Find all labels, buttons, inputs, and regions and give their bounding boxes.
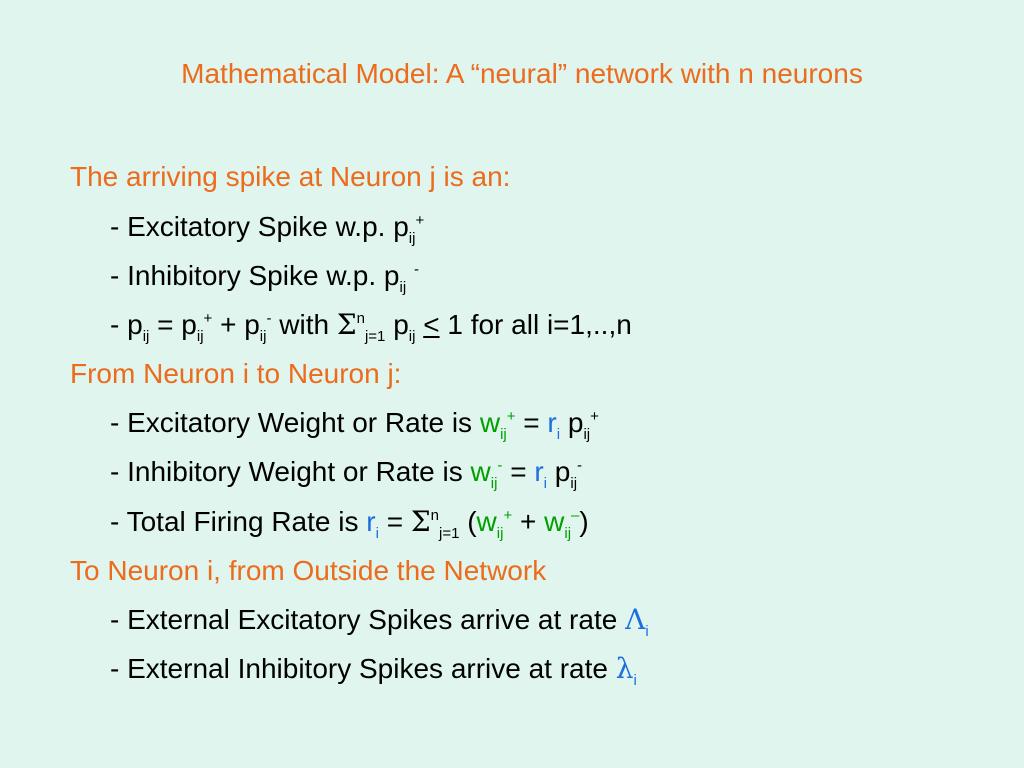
subscript-ij: ij [399, 279, 407, 296]
p-symbol: p [244, 309, 260, 340]
for-all-text: 1 for all i=1,..,n [439, 309, 632, 340]
plus-operator: + [212, 309, 245, 340]
w-symbol: wij+ [479, 407, 516, 443]
subscript-j1: j=1 [438, 525, 460, 542]
lambda-upper-symbol: Λi [625, 603, 649, 640]
equals: = [149, 309, 182, 340]
p-symbol: p [554, 456, 571, 487]
p-symbol: p [393, 309, 409, 340]
total-rate-text: - Total Firing Rate is [110, 506, 367, 537]
w-symbol: wij- [470, 456, 503, 492]
r-symbol: ri [366, 506, 379, 542]
superscript-plus: + [590, 408, 599, 425]
superscript-plus: + [415, 212, 425, 229]
p-def-text: - p [110, 309, 143, 340]
left-paren: ( [459, 506, 477, 537]
subscript-ij: ij [196, 328, 204, 345]
total-firing-rate-line: - Total Firing Rate is ri = Σnj=1 (wij+ … [110, 505, 589, 542]
less-equal-symbol: < [423, 309, 440, 340]
external-inhibitory-text: - External Inhibitory Spikes arrive at r… [110, 653, 616, 684]
external-inhibitory-line: - External Inhibitory Spikes arrive at r… [110, 652, 637, 689]
section-heading-outside-network: To Neuron i, from Outside the Network [70, 555, 547, 586]
superscript-minus: - [266, 310, 272, 327]
subscript-ij: ij [142, 328, 150, 345]
subscript-ij: ij [259, 328, 267, 345]
subscript-ij: ij [583, 426, 591, 443]
subscript-ij: ij [408, 328, 416, 345]
inhibitory-weight-line: - Inhibitory Weight or Rate is wij- = ri… [110, 455, 583, 492]
excitatory-weight-text: - Excitatory Weight or Rate is [110, 407, 480, 438]
with-text: with [271, 309, 337, 340]
subscript-ij: ij [570, 475, 578, 492]
sigma-symbol: Σ [336, 308, 357, 341]
right-paren: ) [579, 506, 589, 537]
equals: = [378, 506, 411, 537]
superscript-minus: - [577, 457, 583, 474]
superscript-plus: + [203, 310, 213, 327]
p-symbol: p [567, 407, 584, 438]
sigma-symbol: Σ [410, 505, 431, 538]
inhibitory-spike-text: - Inhibitory Spike w.p. p [110, 260, 400, 291]
plus-operator: + [512, 506, 545, 537]
subscript-ij: ij [408, 230, 416, 247]
r-symbol: ri [534, 456, 548, 492]
w-symbol: wij+ [476, 506, 513, 542]
superscript-n: n [430, 507, 439, 524]
equals: = [502, 456, 535, 487]
p-symbol: p [181, 309, 197, 340]
excitatory-spike-line: - Excitatory Spike w.p. pij+ [110, 210, 425, 247]
superscript-minus: - [413, 261, 419, 278]
section-heading-neuron-i-to-j: From Neuron i to Neuron j: [70, 358, 402, 389]
external-excitatory-text: - External Excitatory Spikes arrive at r… [110, 604, 626, 635]
r-symbol: ri [547, 407, 561, 443]
w-symbol: wij– [544, 506, 580, 542]
inhibitory-spike-line: - Inhibitory Spike w.p. pij - [110, 259, 419, 296]
section-heading-arriving-spike: The arriving spike at Neuron j is an: [70, 161, 511, 192]
excitatory-spike-text: - Excitatory Spike w.p. p [110, 211, 409, 242]
inhibitory-weight-text: - Inhibitory Weight or Rate is [110, 456, 471, 487]
excitatory-weight-line: - Excitatory Weight or Rate is wij+ = ri… [110, 406, 599, 443]
slide-title: Mathematical Model: A “neural” network w… [181, 58, 863, 89]
superscript-n: n [356, 310, 365, 327]
external-excitatory-line: - External Excitatory Spikes arrive at r… [110, 603, 649, 640]
subscript-j1: j=1 [364, 328, 386, 345]
lambda-lower-symbol: λi [615, 652, 637, 689]
probability-definition-line: - pij = pij+ + pij- with Σnj=1 pij < 1 f… [110, 308, 632, 345]
equals: = [515, 407, 548, 438]
